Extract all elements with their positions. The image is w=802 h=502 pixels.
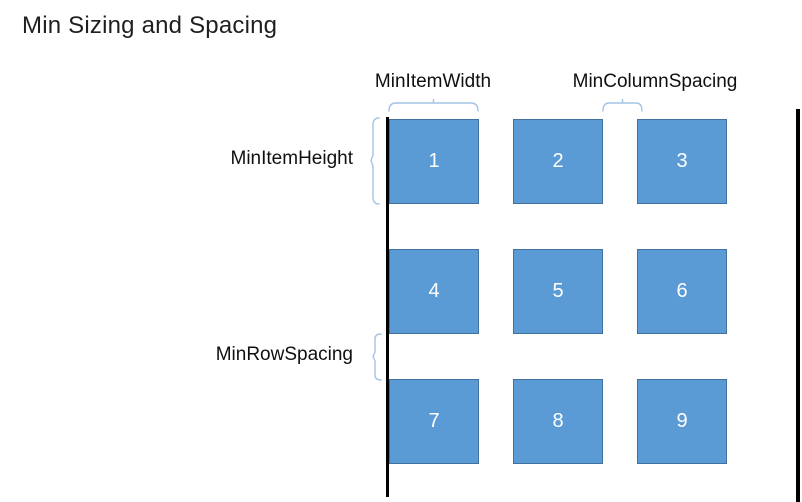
grid-item: 1 — [389, 119, 479, 204]
grid-item: 4 — [389, 249, 479, 334]
min-column-spacing-brace-icon — [602, 99, 643, 112]
left-edge-line — [386, 117, 389, 497]
items-grid: 1 2 3 4 5 6 7 8 9 — [389, 119, 727, 464]
min-item-width-brace-icon — [388, 99, 479, 112]
right-edge-line — [796, 109, 800, 502]
grid-item: 5 — [513, 249, 603, 334]
min-column-spacing-label: MinColumnSpacing — [572, 71, 738, 92]
grid-item: 2 — [513, 119, 603, 204]
min-row-spacing-brace-icon — [372, 333, 382, 381]
min-item-height-brace-icon — [370, 117, 380, 205]
min-item-width-label: MinItemWidth — [374, 71, 492, 92]
grid-item: 3 — [637, 119, 727, 204]
grid-item: 7 — [389, 379, 479, 464]
grid-item: 8 — [513, 379, 603, 464]
grid-item: 9 — [637, 379, 727, 464]
min-item-height-label: MinItemHeight — [230, 148, 354, 169]
page-title: Min Sizing and Spacing — [22, 12, 278, 39]
min-row-spacing-label: MinRowSpacing — [215, 344, 353, 365]
grid-item: 6 — [637, 249, 727, 334]
